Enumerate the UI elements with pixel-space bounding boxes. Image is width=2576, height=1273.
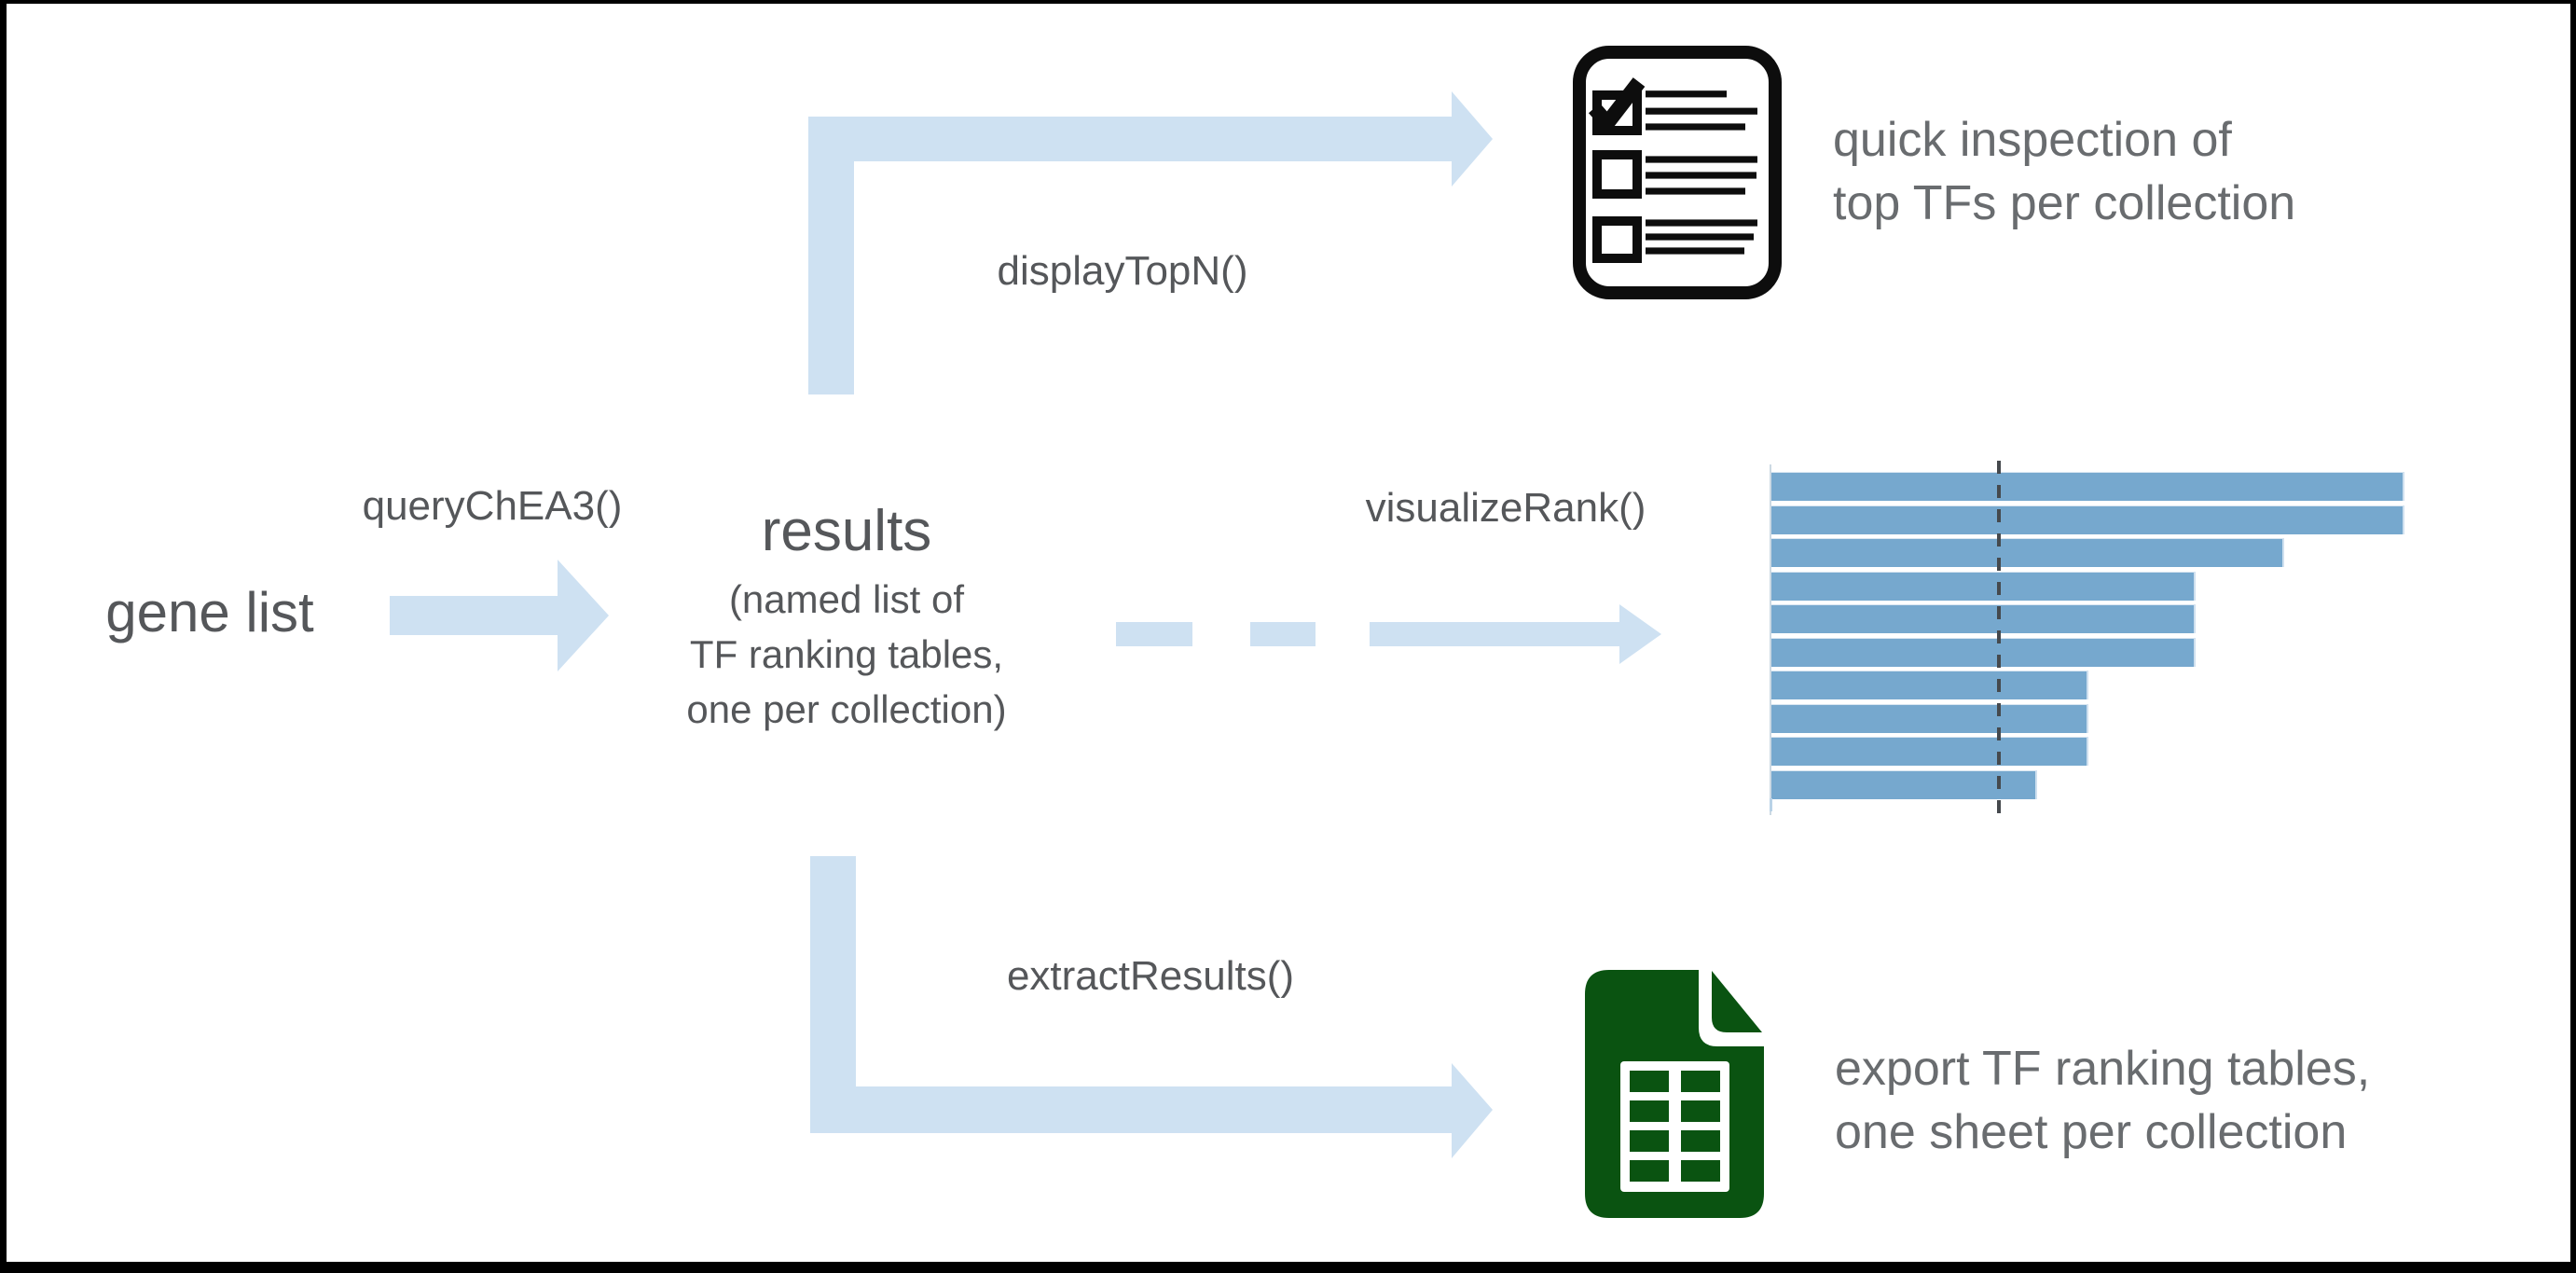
results-sub-line-2: TF ranking tables, <box>689 632 1004 676</box>
checklist-icon <box>1573 46 1782 299</box>
rank-bar <box>1771 505 2404 534</box>
visualize-rank-arrow <box>1370 604 1661 664</box>
rank-bar <box>1771 703 2088 733</box>
visualize-rank-label: visualizeRank() <box>1365 485 1646 531</box>
bottom-caption: export TF ranking tables, one sheet per … <box>1835 1037 2370 1164</box>
checkbox-empty-icon <box>1592 216 1642 263</box>
query-chea3-label: queryChEA3() <box>362 483 623 529</box>
letterbox-top <box>0 0 2576 4</box>
spreadsheet-icon <box>1585 970 1764 1218</box>
results-sub-line-3: one per collection) <box>686 687 1007 731</box>
bottom-caption-line-2: one sheet per collection <box>1835 1105 2348 1159</box>
results-node-title: results <box>761 499 932 563</box>
results-node-subtext: (named list of TF ranking tables, one pe… <box>660 572 1033 737</box>
bottom-caption-line-1: export TF ranking tables, <box>1835 1042 2371 1096</box>
axis-tick <box>1770 798 1772 811</box>
letterbox-bottom <box>0 1262 2576 1273</box>
gene-list-node: gene list <box>105 581 314 643</box>
display-topn-label: displayTopN() <box>997 248 1248 294</box>
sheet-fold-corner <box>1712 971 1762 1032</box>
rank-bar-list <box>1771 472 2405 799</box>
rank-bar-chart <box>1770 461 2405 815</box>
letterbox-right <box>2570 0 2576 1273</box>
checkbox-empty-icon <box>1592 150 1642 199</box>
rank-bar <box>1771 637 2196 667</box>
rank-bar <box>1771 538 2284 567</box>
extract-results-elbow-arrow <box>810 856 1493 1158</box>
results-sub-line-1: (named list of <box>728 577 965 621</box>
checkmark-icon <box>1588 77 1646 135</box>
extract-results-label: extractResults() <box>1006 953 1295 999</box>
rank-bar <box>1771 671 2088 699</box>
query-arrow <box>390 560 609 671</box>
letterbox-left <box>0 0 7 1273</box>
rank-bar <box>1771 604 2196 633</box>
top-caption-line-2: top TFs per collection <box>1833 176 2296 230</box>
visualize-arrow-dash-2 <box>1250 622 1316 646</box>
rank-bar <box>1771 737 2088 766</box>
rank-bar <box>1771 472 2404 501</box>
visualize-arrow-dash-1 <box>1116 622 1192 646</box>
rank-bar <box>1771 769 2037 799</box>
reference-line <box>1997 461 2001 815</box>
sheet-table <box>1620 1061 1729 1192</box>
rank-bar <box>1771 571 2196 601</box>
sheet-table-cells <box>1630 1071 1720 1182</box>
display-topn-elbow-arrow <box>808 91 1493 394</box>
top-caption: quick inspection of top TFs per collecti… <box>1833 108 2295 235</box>
top-caption-line-1: quick inspection of <box>1833 113 2232 167</box>
